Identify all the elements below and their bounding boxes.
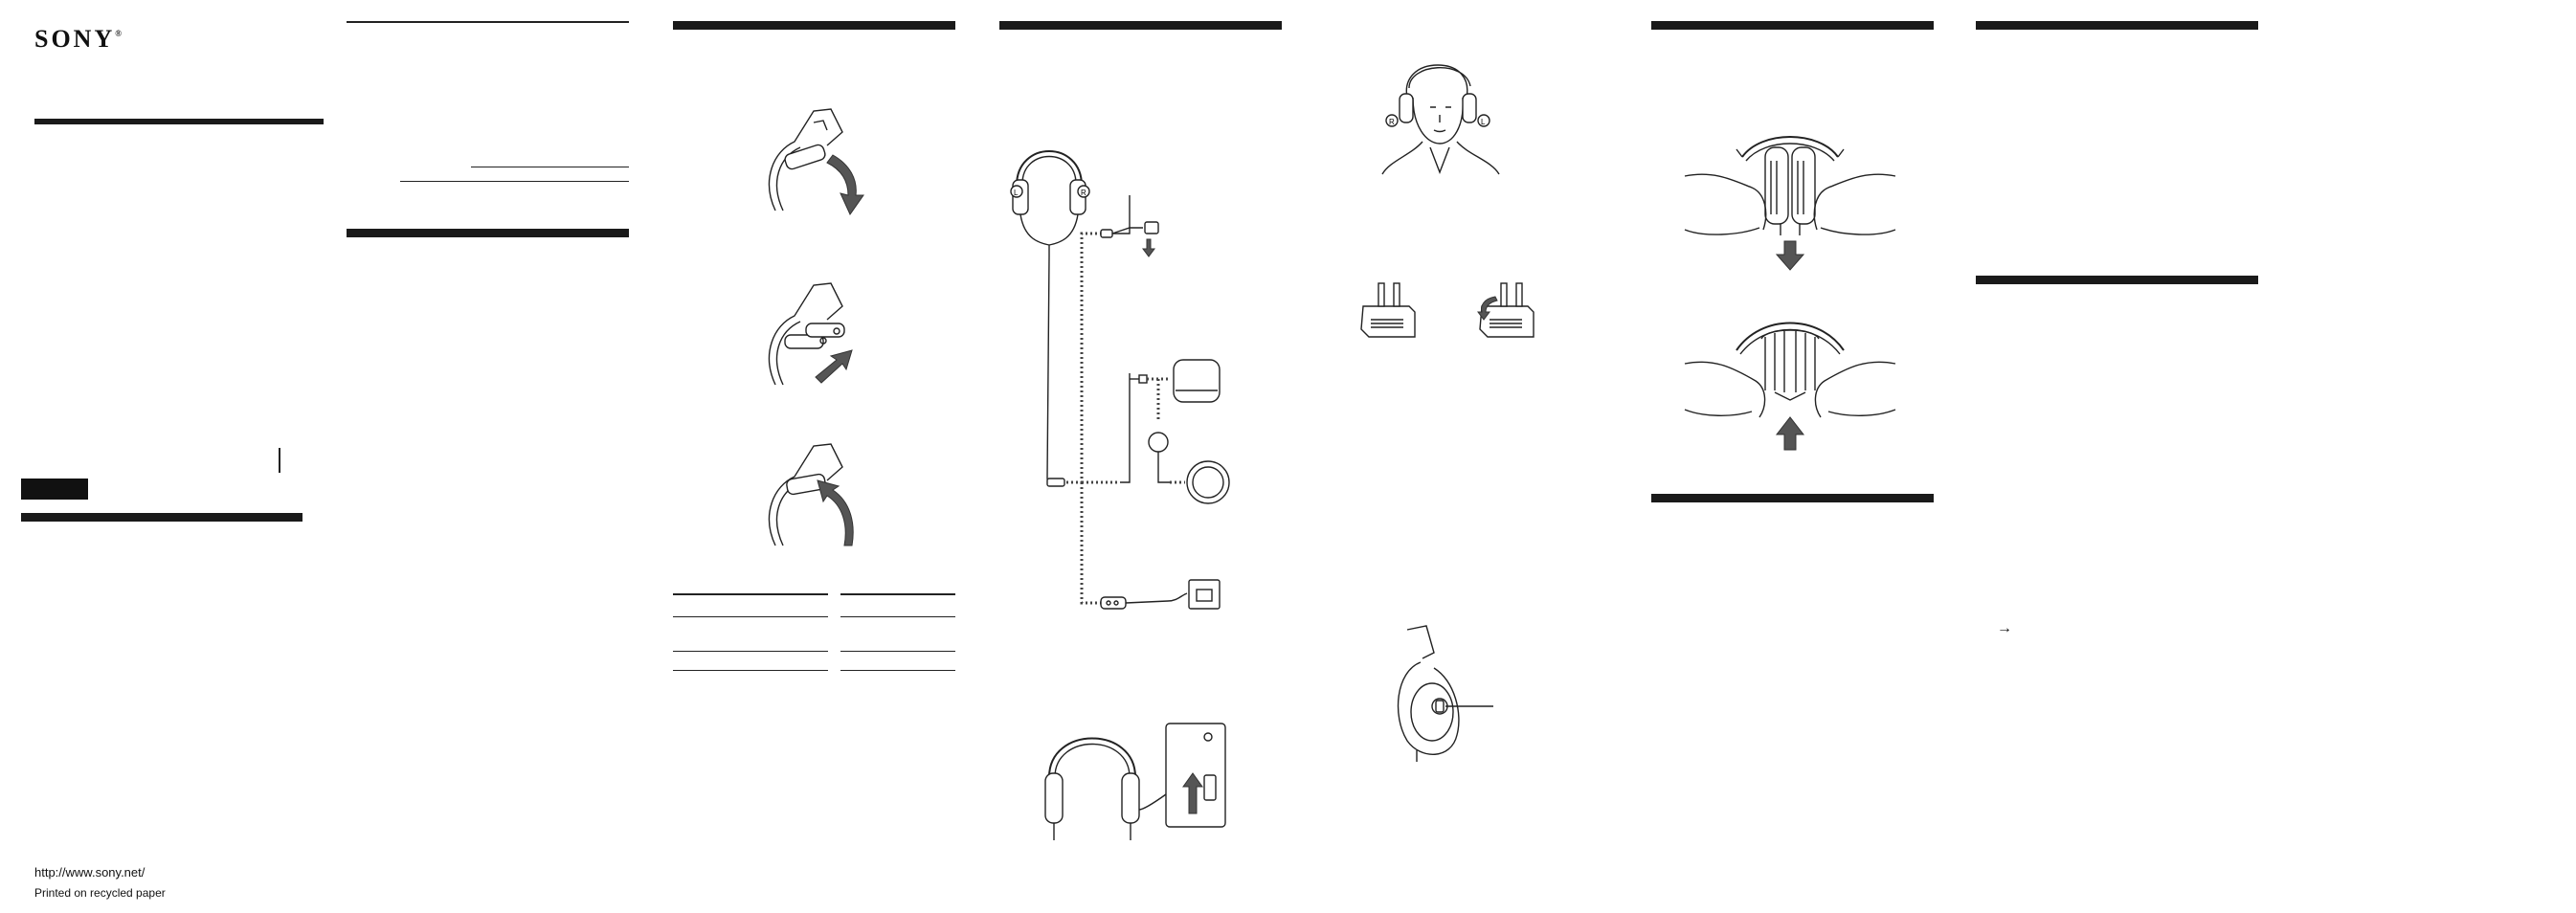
- table-header-rule-left: [673, 593, 828, 595]
- cover-bottom-rule: [21, 513, 302, 522]
- table-row-rule-1-right: [840, 616, 955, 617]
- fold-step-2-illustration: [768, 282, 853, 386]
- face-label-r: R: [1389, 118, 1395, 126]
- plug-adaptor-closed: [1360, 282, 1416, 338]
- website-url[interactable]: http://www.sony.net/: [34, 865, 146, 880]
- table-row-rule-2-right: [840, 651, 955, 652]
- table-row-rule-1-left: [673, 616, 828, 617]
- col2-line-b: [400, 181, 629, 182]
- col7-second-rule: [1976, 276, 2258, 284]
- storing-step-2-illustration: [1684, 322, 1896, 451]
- col4-section-rule: [999, 21, 1282, 30]
- table-header-rule-right: [840, 593, 955, 595]
- col2-section-rule: [347, 229, 629, 237]
- cover-top-rule: [34, 119, 324, 124]
- table-row-rule-2-left: [673, 651, 828, 652]
- table-row-rule-3-left: [673, 670, 828, 671]
- plug-adaptor-rotating: [1477, 282, 1534, 338]
- col6-bottom-rule: [1651, 494, 1934, 502]
- recycled-paper-note: Printed on recycled paper: [34, 886, 166, 900]
- col6-section-rule: [1651, 21, 1934, 30]
- fold-step-1-illustration: [768, 108, 864, 216]
- storing-step-1-illustration: [1684, 136, 1896, 271]
- col2-top-rule: [347, 21, 629, 23]
- col7-section-rule: [1976, 21, 2258, 30]
- table-row-rule-3-right: [840, 670, 955, 671]
- sony-logo: SONY®: [34, 25, 122, 53]
- cord-label-r: R: [1081, 189, 1086, 197]
- wearing-illustration: R L: [1381, 64, 1500, 175]
- cord-label-l: L: [1014, 189, 1019, 197]
- face-label-l: L: [1481, 118, 1486, 126]
- fold-step-3-illustration: [768, 443, 854, 546]
- headphones-switch-illustration: [1044, 723, 1226, 840]
- headphone-side-illustration: [1397, 625, 1493, 762]
- arrow-glyph: →: [1997, 620, 2012, 636]
- connection-diagram: L R: [1010, 150, 1230, 610]
- col3-section-rule: [673, 21, 955, 30]
- cover-vertical-mark: [279, 448, 280, 473]
- language-badge: [21, 479, 88, 500]
